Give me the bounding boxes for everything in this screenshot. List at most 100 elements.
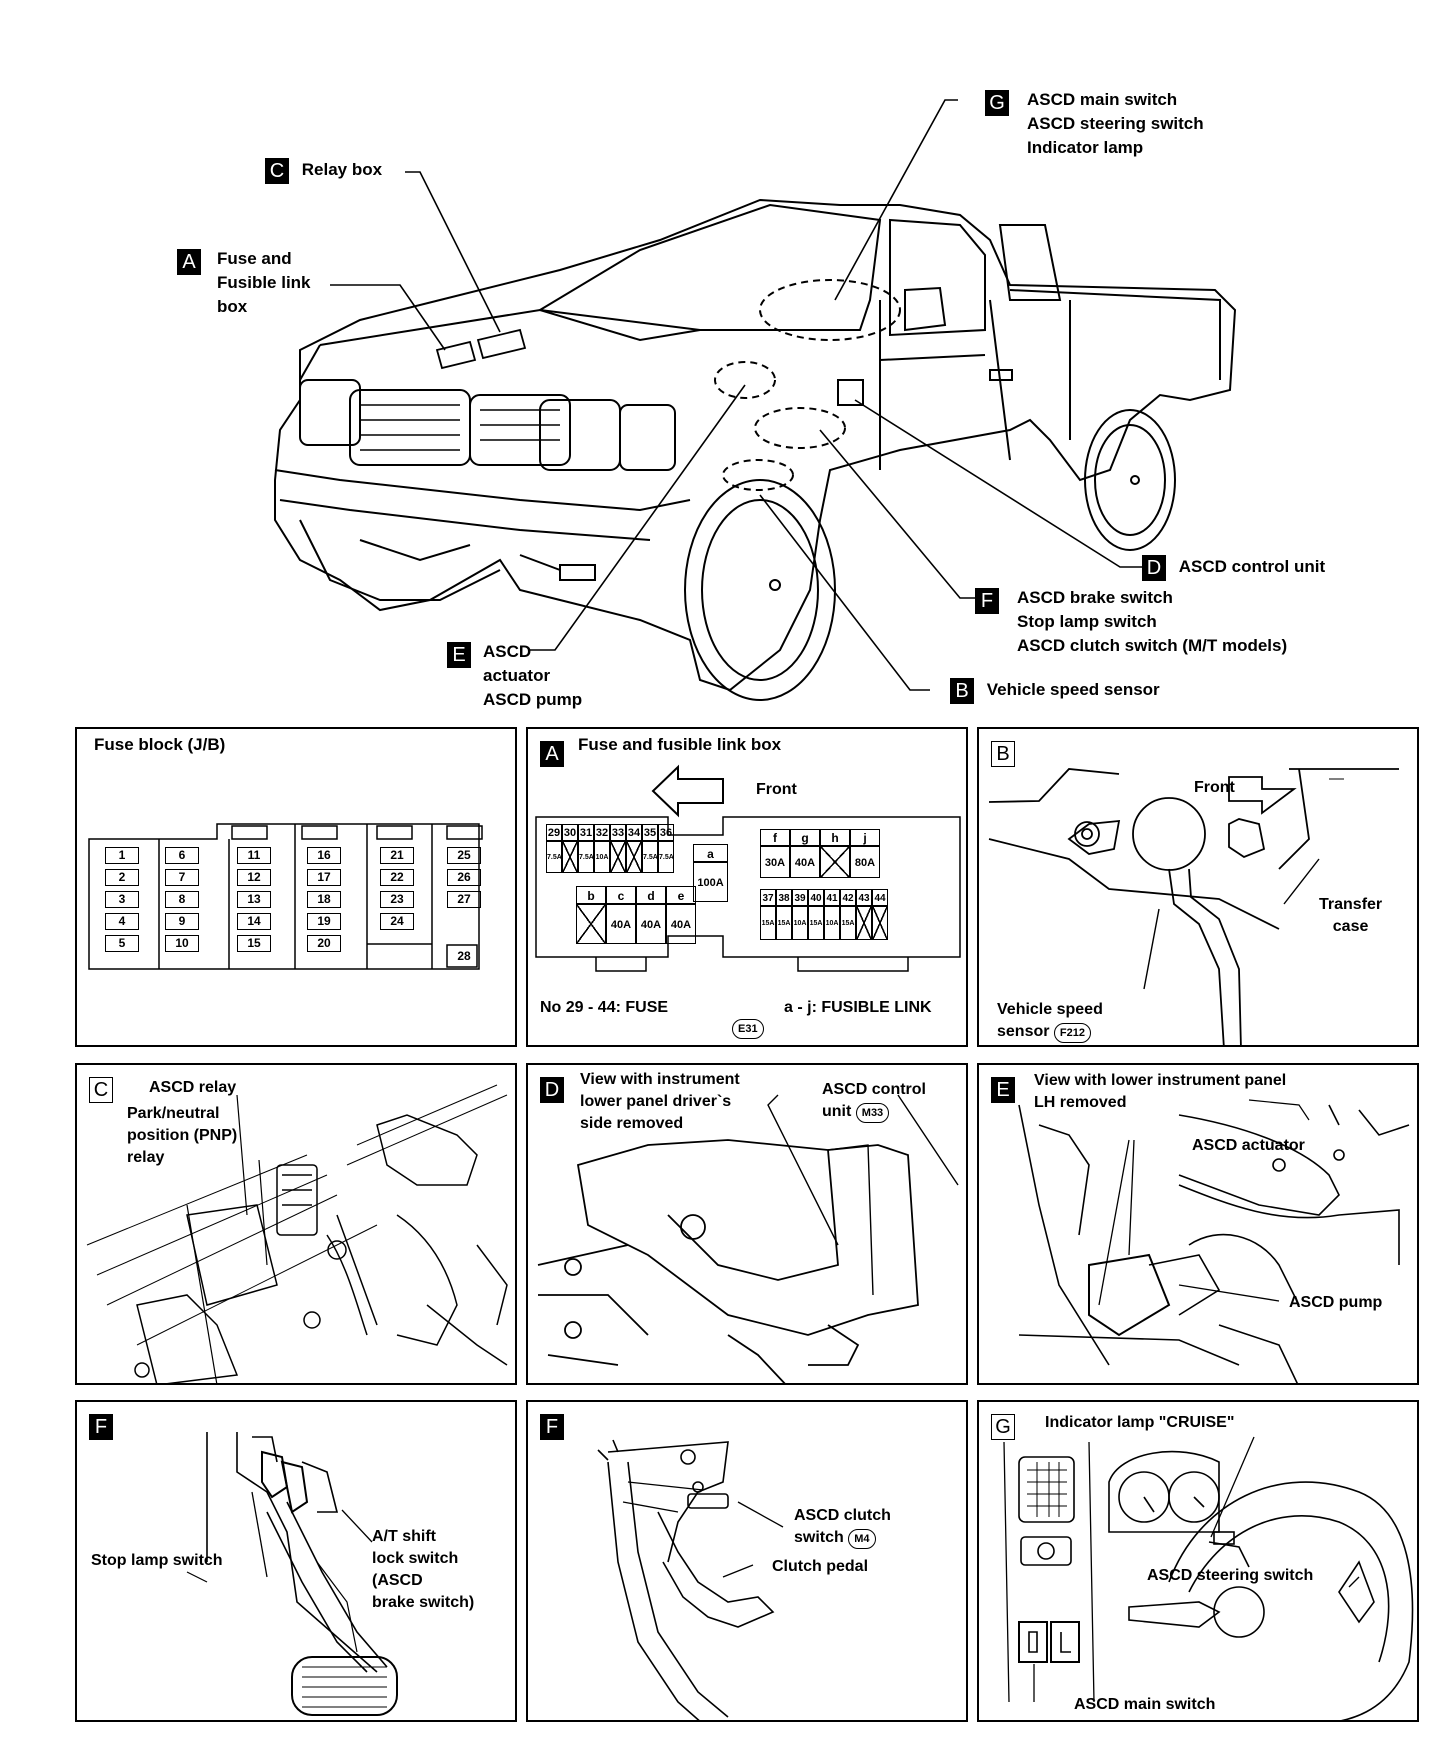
fuse-number: 40 [808, 889, 824, 906]
fuse-slot: 8 [165, 891, 199, 908]
steering-wheel-drawing [1003, 1436, 1414, 1720]
panel-c-pnp-2: position (PNP) [127, 1127, 238, 1144]
fuse-number: 33 [610, 824, 626, 841]
fuse-slot: 5 [105, 935, 139, 952]
label-fuse-and: Fuse and [217, 249, 292, 268]
fuse-slot: 18 [307, 891, 341, 908]
badge-d: D [1142, 555, 1166, 581]
fuse-slot: 24 [380, 913, 414, 930]
clutch-pedal-drawing [597, 1439, 784, 1720]
label-fusible-link: Fusible link [217, 273, 311, 292]
relay-box-drawing [86, 1084, 508, 1383]
fuse-rating: 7.5A [578, 841, 594, 873]
panel-a-caption-link: a - j: FUSIBLE LINK [784, 999, 932, 1016]
panel-f2-switch-1: ASCD clutch [794, 1507, 891, 1524]
panel-f-brake: F Stop lamp switch A/T shift lock switch… [75, 1400, 517, 1722]
fuse-slot: 20 [307, 935, 341, 952]
link-id: g [790, 829, 820, 846]
panel-b-transfer-2: case [1332, 918, 1369, 935]
panel-e-view-1: View with lower instrument panel [1034, 1072, 1287, 1089]
panel-f2-switch: ASCD clutch switch M4 [794, 1505, 891, 1549]
label-f-group: F ASCD brake switch Stop lamp switch ASC… [975, 586, 1287, 658]
panel-a-connector: E31 [732, 1019, 764, 1039]
panel-f-clutch: F ASCD clutch switch M4 Clutch pedal [526, 1400, 968, 1722]
link-id: h [820, 829, 850, 846]
panel-f1-at-3: (ASCD [372, 1572, 423, 1589]
fuse-slot: 3 [105, 891, 139, 908]
badge-b: B [950, 678, 974, 704]
fuse-slot: 26 [447, 869, 481, 886]
label-asdc: ASCD [483, 642, 532, 661]
panel-d-unit-2-text: unit [822, 1103, 852, 1120]
panel-e-view: View with lower instrument panel LH remo… [1034, 1070, 1286, 1114]
link-id: e [666, 886, 696, 904]
link-rating: 40A [636, 904, 666, 944]
panel-c-relay-box: C ASCD relay Park/neutral position (PNP)… [75, 1063, 517, 1385]
panel-e-view-2: LH removed [1034, 1094, 1127, 1111]
fuse-number: 44 [872, 889, 888, 906]
panel-f2-switch-2: switch M4 [794, 1527, 891, 1549]
panel-b-speed-sensor: B Front Transfer case Vehicle speed sens… [977, 727, 1419, 1047]
truck-overview-drawing [274, 99, 1237, 701]
panel-f1-at-2: lock switch [372, 1550, 459, 1567]
fuse-slot: 15 [237, 935, 271, 952]
panel-f2-pedal: Clutch pedal [772, 1558, 869, 1575]
fuse-slot: 11 [237, 847, 271, 864]
fuse-number: 32 [594, 824, 610, 841]
panel-e-pump-label: ASCD pump [1289, 1294, 1383, 1311]
fuse-slot: 14 [237, 913, 271, 930]
fuse-rating: 15A [808, 906, 824, 940]
fuse-rating: 10A [792, 906, 808, 940]
fuse-slot: 27 [447, 891, 481, 908]
badge-g: G [985, 90, 1009, 116]
fuse-slot: 16 [307, 847, 341, 864]
fuse-number: 29 [546, 824, 562, 841]
label-vehicle-speed-sensor: Vehicle speed sensor [986, 680, 1160, 700]
fuse-slot: 4 [105, 913, 139, 930]
fuse-rating: 10A [594, 841, 610, 873]
panel-f1-badge: F [89, 1414, 113, 1440]
link-rating: 100A [693, 862, 728, 902]
fuse-number: 38 [776, 889, 792, 906]
badge-f: F [975, 588, 999, 614]
panel-g-indicator: Indicator lamp "CRUISE" [1045, 1414, 1235, 1431]
panel-d-unit-1: ASCD control [822, 1081, 926, 1098]
panel-b-badge: B [991, 741, 1015, 767]
panel-b-transfer-1: Transfer [1319, 896, 1383, 913]
fuse-slot: 12 [237, 869, 271, 886]
fuse-slot: 13 [237, 891, 271, 908]
panel-d-view: View with instrument lower panel driver`… [580, 1069, 740, 1135]
link-id: f [760, 829, 790, 846]
link-id: b [576, 886, 606, 904]
fuse-number: 35 [642, 824, 658, 841]
panel-f1-stop: Stop lamp switch [91, 1552, 223, 1569]
actuator-drawing [1018, 1099, 1410, 1383]
panel-a-caption-fuse: No 29 - 44: FUSE [540, 999, 669, 1016]
panel-fuse-block-title: Fuse block (J/B) [94, 735, 226, 754]
panel-a-badge: A [540, 741, 564, 767]
fuse-slot: 28 [457, 949, 471, 963]
label-stop-lamp-switch: Stop lamp switch [1017, 612, 1157, 631]
panel-c-badge: C [89, 1077, 113, 1103]
fuse-rating: 7.5A [658, 841, 674, 873]
speed-sensor-drawing [988, 768, 1399, 1045]
fuse-rating: 7.5A [642, 841, 658, 873]
panel-d-unit-2: unit M33 [822, 1101, 926, 1123]
panel-e-actuator-label: ASCD actuator [1192, 1137, 1305, 1154]
panel-b-sensor: Vehicle speed sensor F212 [997, 999, 1103, 1043]
link-rating: 40A [790, 846, 820, 878]
connector-m33: M33 [855, 1103, 890, 1123]
fuse-number: 39 [792, 889, 808, 906]
brake-pedal-drawing [186, 1432, 398, 1716]
panel-c-relay-label: ASCD relay [149, 1079, 237, 1096]
label-g-group: G ASCD main switch ASCD steering switch … [985, 88, 1204, 160]
panel-c-pnp: Park/neutral position (PNP) relay [127, 1103, 237, 1169]
label-asdc-clutch-switch: ASCD clutch switch (M/T models) [1017, 636, 1288, 655]
fuse-rating [610, 841, 626, 873]
fuse-slot: 9 [165, 913, 199, 930]
fuse-slot: 21 [380, 847, 414, 864]
link-rating: 80A [850, 846, 880, 878]
fuse-rating [562, 841, 578, 873]
label-relay-box: Relay box [301, 160, 383, 180]
